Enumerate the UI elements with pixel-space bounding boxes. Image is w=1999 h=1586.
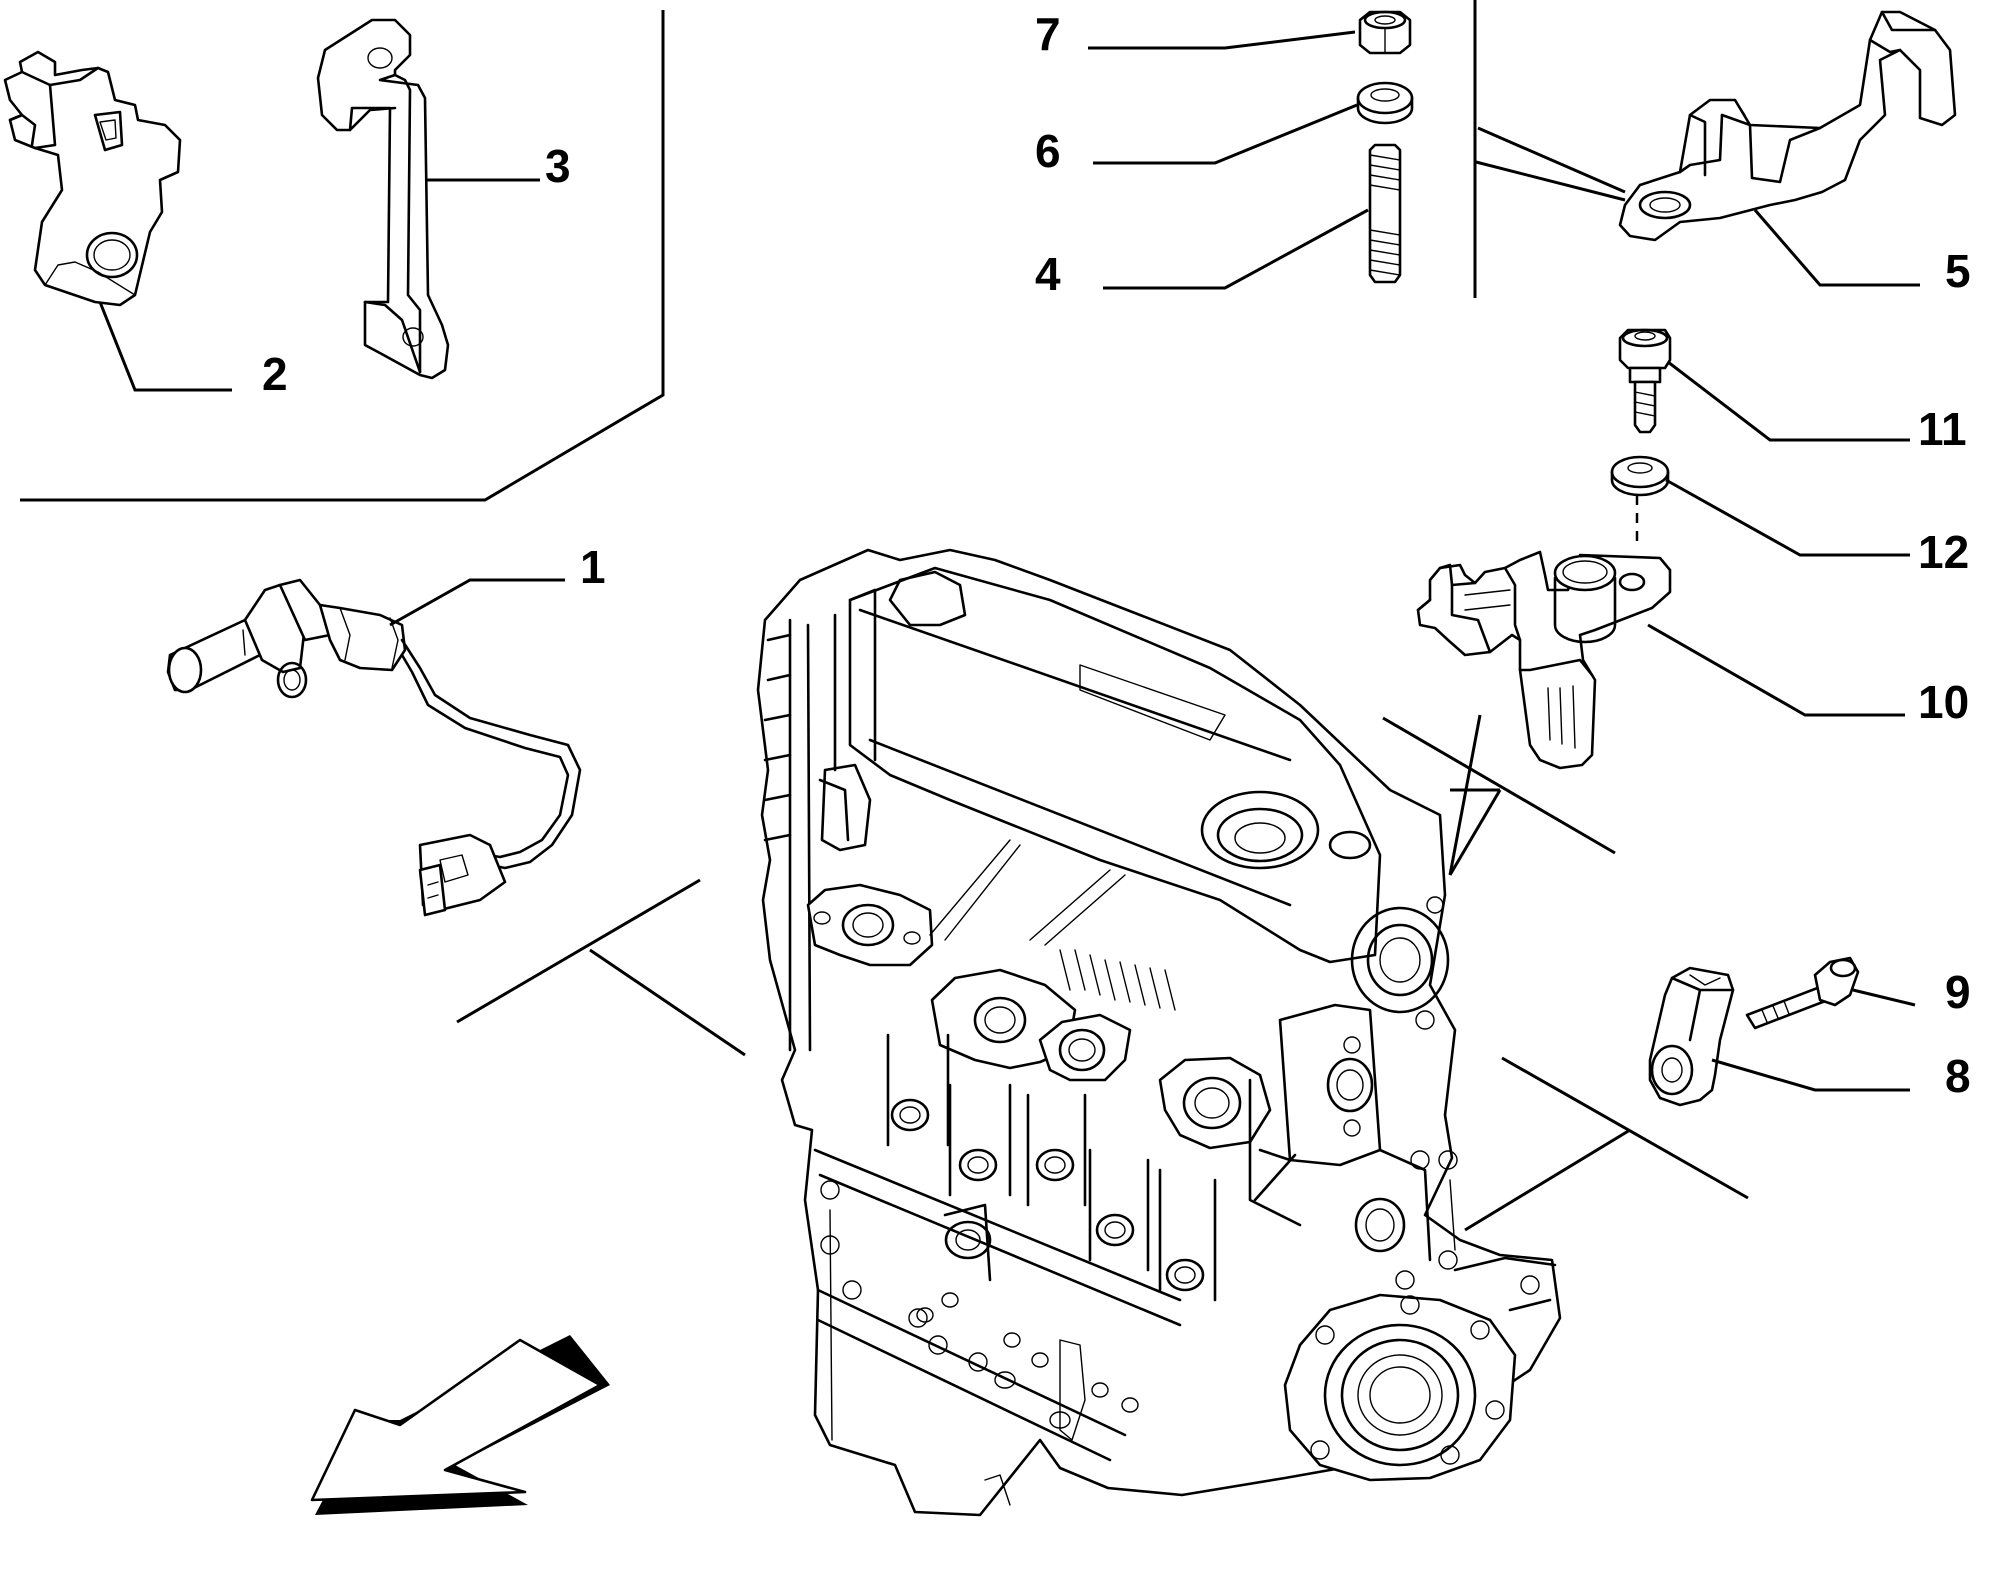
leader-line-11 [1667,360,1910,442]
callout-7: 7 [1035,8,1061,60]
part-6-washer [1356,81,1414,125]
callout-10: 10 [1918,676,1969,728]
leader-line-7 [1088,30,1356,50]
callout-1: 1 [580,541,606,593]
callout-12: 12 [1918,526,1969,578]
part-12-washer [1610,455,1670,497]
pointer-lines-top-right [1382,714,1616,876]
pointer-lines-bottom-right [1464,1056,1749,1232]
callout-11: 11 [1918,403,1967,455]
leader-line-6 [1093,103,1358,165]
leader-line-1 [389,578,565,627]
callout-8: 8 [1945,1050,1971,1102]
leader-line-9 [1852,988,1916,1007]
leader-line-2 [98,301,232,392]
leader-line-8 [1711,1058,1910,1092]
callout-4: 4 [1035,248,1061,300]
part-7-nut [1358,10,1412,55]
leader-line-5-b [1477,126,1626,194]
part-10-camshaft-sensor [1416,550,1672,770]
leader-line-10 [1647,623,1905,717]
callout-labels: 1 2 3 4 5 6 7 8 9 10 11 12 [262,8,1971,1102]
pointer-lines-left [456,878,746,1057]
leader-line-5-a [1475,160,1626,202]
callout-3: 3 [545,140,571,192]
part-8-knock-sensor [1648,966,1735,1107]
callout-2: 2 [262,348,288,400]
part-2-bracket [3,50,182,307]
leader-line-4 [1103,208,1369,290]
part-3-bracket [316,18,450,380]
engine-block [756,548,1562,1517]
part-1-crankshaft-sensor [166,578,582,917]
part-11-bolt [1618,328,1672,434]
callout-6: 6 [1035,125,1061,177]
callout-5: 5 [1945,245,1971,297]
inset-frame-top-left [20,10,665,502]
part-4-stud [1368,143,1402,284]
leader-line-12 [1665,478,1910,557]
part-5-clamp-bracket [1618,10,1957,242]
direction-arrow-icon [310,1335,610,1515]
callout-9: 9 [1945,966,1971,1018]
part-9-bolt [1745,956,1860,1030]
leader-line-5-c [1753,209,1920,287]
